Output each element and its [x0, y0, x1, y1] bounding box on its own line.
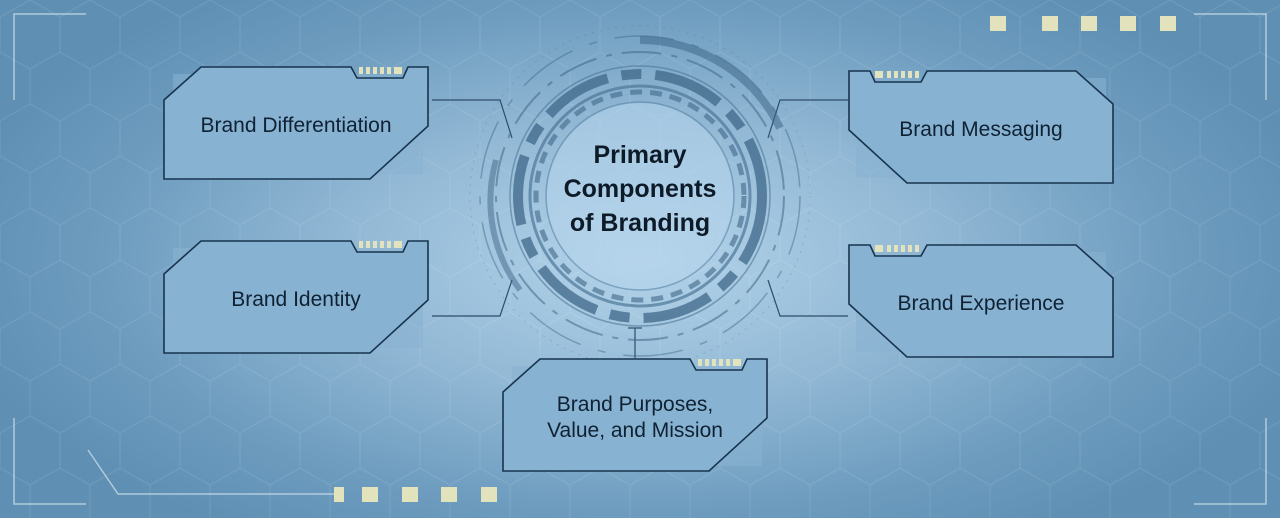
card-frame: [848, 70, 1114, 184]
card-frame: [163, 240, 429, 354]
decorative-squares-bottom: [334, 487, 497, 502]
center-title-line: of Branding: [569, 209, 711, 237]
component-card-messaging: Brand Messaging: [848, 68, 1114, 184]
component-card-identity: Brand Identity: [163, 238, 429, 354]
component-card-purposes: Brand Purposes, Value, and Mission: [502, 356, 768, 472]
center-title-line: Primary: [593, 141, 687, 169]
component-label: Brand Messaging: [899, 118, 1063, 141]
component-card-differentiation: Brand Differentiation: [163, 64, 429, 180]
card-frame: [502, 358, 768, 472]
component-card-experience: Brand Experience: [848, 242, 1114, 358]
center-circle-fill: [547, 103, 733, 289]
decorative-squares-top: [990, 16, 1176, 31]
component-label: Brand Differentiation: [200, 114, 392, 137]
connector-lines: [432, 99, 848, 358]
component-label: Brand Experience: [897, 292, 1065, 315]
center-rings: [469, 25, 811, 367]
card-frame: [163, 66, 429, 180]
corner-frame: [13, 13, 1267, 505]
component-label: Brand Identity: [231, 288, 361, 311]
center-title: Primary Components of Branding: [520, 138, 760, 240]
component-label: Brand Purposes, Value, and Mission: [547, 393, 723, 442]
card-frame: [848, 244, 1114, 358]
center-title-line: Components: [563, 175, 717, 203]
